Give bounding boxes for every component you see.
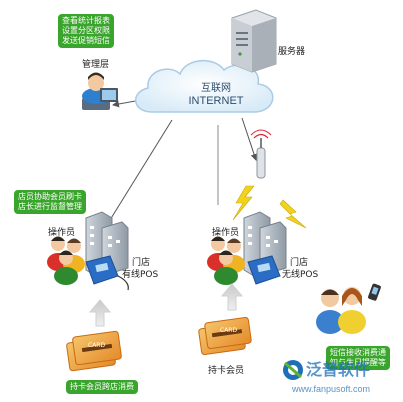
wireless-pos-label: 无线POS: [282, 270, 319, 280]
sms-notice-bubble: 短信接收消费通 知与生日提醒等: [326, 346, 390, 370]
watermark-brand: 泛普软件: [306, 362, 371, 379]
member-card-icon: [198, 316, 252, 356]
wired-pos-terminal-icon: [85, 255, 129, 291]
lightning-icon: [279, 199, 307, 229]
internet-label-cn: 互联网: [201, 83, 231, 94]
watermark-url: www.fanpusoft.com: [292, 384, 371, 394]
lightning-icon: [232, 185, 255, 221]
management-tasks-bubble: 查看统计报表 设置分区权限 发送促销短信: [58, 14, 114, 48]
wireless-pos-terminal-icon: [247, 255, 281, 285]
brand-logo: [283, 360, 303, 380]
store-staff-bubble: 店员协助会员刷卡 店长进行监督管理: [14, 190, 86, 214]
wired-pos-label: 有线POS: [122, 270, 159, 280]
bubble-line: 店长进行监督管理: [18, 202, 82, 211]
left-store-group: [47, 211, 129, 372]
bubble-line: 查看统计报表: [62, 16, 110, 25]
antenna-tower-icon: [250, 129, 272, 179]
left-operator-label: 操作员: [48, 228, 76, 238]
internet-label: 互联网 INTERNET: [176, 83, 256, 108]
internet-cloud: [135, 60, 274, 113]
management-label: 管理层: [82, 60, 110, 70]
sms-recipients-icon: [316, 283, 381, 334]
cross-store-caption: 持卡会员跨店消费: [66, 380, 138, 394]
manager-person-icon: [82, 72, 118, 110]
right-card-text: CARD: [220, 327, 238, 334]
right-store-group: [198, 211, 287, 356]
left-store-label: 门店: [132, 258, 151, 268]
server-label: 服务器: [278, 47, 306, 57]
server-icon: [231, 9, 277, 73]
operators-icon: [47, 236, 85, 285]
bubble-line: 发送促销短信: [62, 36, 110, 45]
line-to-left-store: [104, 119, 173, 229]
left-card-text: CARD: [88, 342, 106, 349]
bubble-line: 店员协助会员刷卡: [18, 192, 82, 201]
bubble-line: 知与生日提醒等: [330, 358, 386, 367]
up-arrow-icon: [88, 299, 112, 327]
operators-icon: [207, 236, 245, 285]
cardholder-label: 持卡会员: [208, 366, 245, 376]
up-arrow-icon: [220, 283, 244, 311]
bubble-line: 设置分区权限: [62, 26, 110, 35]
right-store-label: 门店: [290, 258, 309, 268]
member-card-icon: [66, 330, 122, 372]
right-operator-label: 操作员: [212, 228, 240, 238]
internet-label-en: INTERNET: [188, 95, 244, 107]
line-to-tower: [241, 117, 258, 161]
bubble-line: 短信接收消费通: [330, 348, 386, 357]
